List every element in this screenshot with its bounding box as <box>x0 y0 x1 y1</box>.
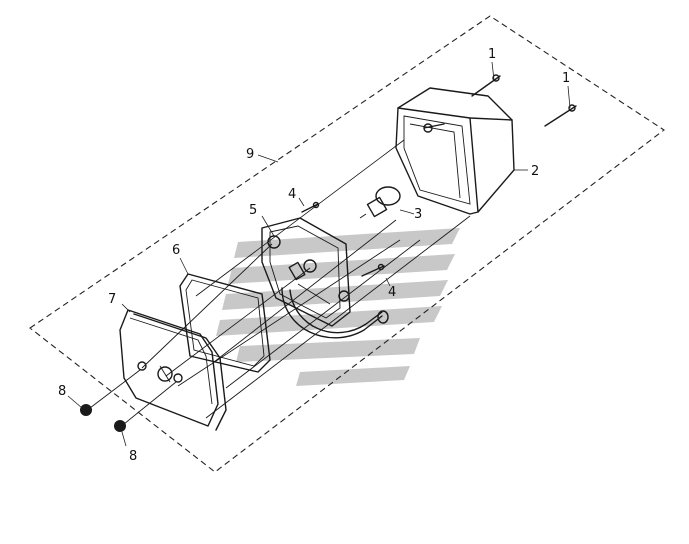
gasket-part <box>179 273 271 373</box>
callout-4b: 4 <box>388 285 396 300</box>
callout-8b: 8 <box>129 449 137 464</box>
callout-2: 2 <box>531 164 539 179</box>
callout-1a: 1 <box>488 47 496 62</box>
housing-part <box>395 87 515 215</box>
assembly-guide-lines <box>89 139 471 425</box>
callout-5: 5 <box>249 203 257 218</box>
watermark-logo <box>216 228 460 386</box>
lens-part <box>119 309 227 431</box>
socket-plate-part <box>261 217 389 339</box>
callout-labels: 1 1 2 3 4 4 5 6 7 8 8 9 <box>58 47 570 464</box>
callout-7: 7 <box>108 292 116 307</box>
small-screw-part <box>301 201 385 277</box>
callout-9: 9 <box>246 147 254 162</box>
callout-3: 3 <box>414 207 422 222</box>
callout-4a: 4 <box>288 187 296 202</box>
callout-1b: 1 <box>562 71 570 86</box>
assembly-boundary <box>29 15 665 473</box>
leader-lines <box>67 61 571 447</box>
callout-6: 6 <box>172 243 180 258</box>
bulb-part <box>359 186 401 219</box>
screw-part <box>471 74 577 127</box>
nut-part <box>80 404 126 432</box>
callout-8a: 8 <box>58 384 66 399</box>
